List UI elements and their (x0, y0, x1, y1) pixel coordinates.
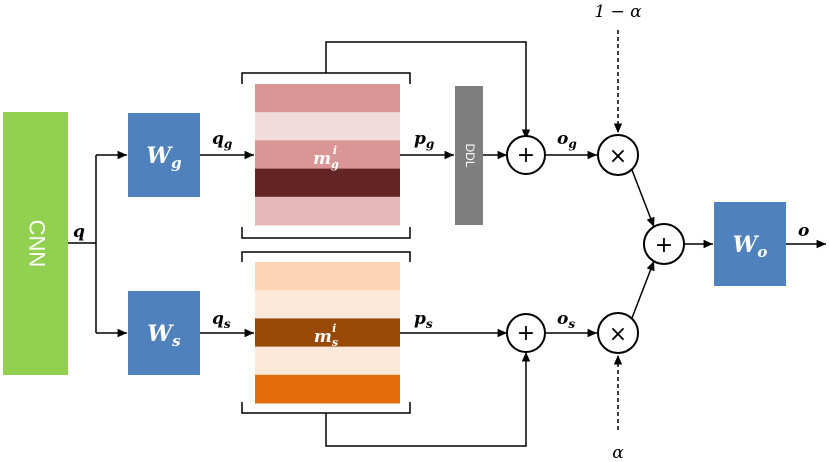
memory-specific (255, 262, 400, 404)
qg-label: qg (212, 129, 232, 151)
os-label: os (557, 309, 575, 331)
arrow-times-specific-to-sum (631, 260, 655, 319)
cnn-block (3, 112, 68, 375)
wo-block (714, 202, 786, 286)
times-global-symbol: × (609, 144, 627, 169)
pg-label: pg (414, 129, 434, 151)
ws-block (128, 291, 200, 375)
one-minus-alpha-label: 1 − α (594, 2, 642, 22)
memory-g-top-bracket (241, 72, 411, 84)
memory-g-stripe-4 (255, 168, 400, 198)
skip-line-specific (325, 352, 531, 447)
plus-global-symbol: + (517, 143, 535, 168)
qs-label: qs (212, 309, 231, 331)
memory-g-bottom-bracket (241, 227, 411, 239)
times-specific-symbol: × (609, 322, 627, 347)
ps-label: ps (414, 309, 433, 331)
plus-specific-symbol: + (517, 321, 535, 346)
memory-g-stripe-1 (255, 84, 400, 113)
memory-g-stripe-2 (255, 112, 400, 141)
wg-block (128, 113, 200, 197)
memory-s-stripe-1 (255, 262, 400, 291)
memory-s-stripe-2 (255, 290, 400, 319)
q-label: q (73, 222, 85, 242)
ddl-label: DDL (463, 143, 477, 167)
og-label: og (557, 129, 577, 151)
memory-s-stripe-5 (255, 374, 400, 404)
alpha-label: α (612, 443, 624, 462)
memory-s-stripe-4 (255, 346, 400, 376)
memory-global (255, 84, 400, 226)
memory-s-bottom-bracket (241, 402, 411, 414)
memory-s-label: msi (314, 322, 338, 349)
arrow-times-global-to-sum (631, 169, 655, 228)
memory-g-stripe-3 (255, 140, 400, 170)
cnn-label: CNN (25, 220, 50, 268)
memory-g-label: mgi (313, 144, 339, 171)
ws-label: Ws (147, 321, 181, 350)
skip-line-global (325, 41, 531, 139)
wo-label: Wo (733, 232, 768, 261)
times-node-specific (597, 312, 639, 354)
output-label: o (798, 221, 809, 241)
memory-s-top-bracket (241, 251, 411, 262)
memory-s-stripe-3 (255, 318, 400, 348)
times-node-global (597, 134, 639, 176)
plus-final-symbol: + (655, 233, 673, 258)
ddl-block (455, 86, 483, 225)
wg-label: Wg (146, 143, 181, 172)
memory-g-stripe-5 (255, 196, 400, 226)
